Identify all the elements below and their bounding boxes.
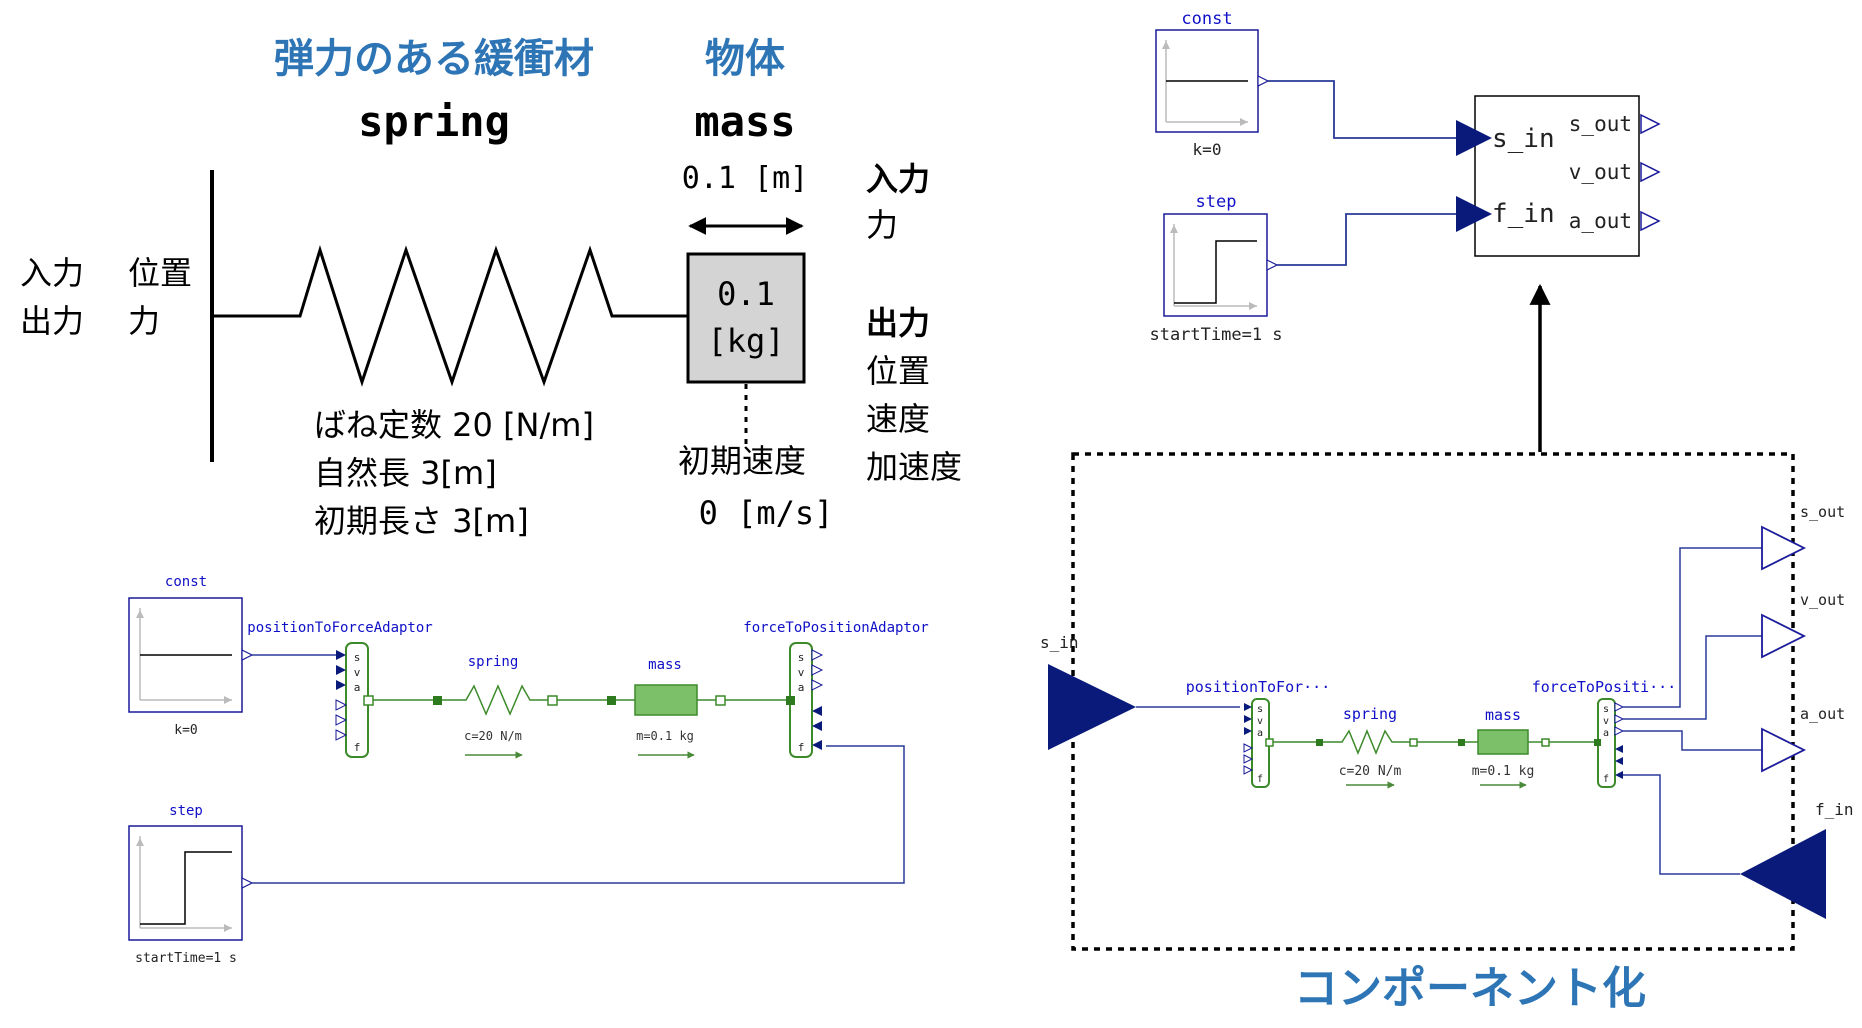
mass-title-jp: 物体 xyxy=(705,36,785,82)
inner-spring-param: c=20 N/m xyxy=(1339,764,1402,779)
top-f-in-label: f_in xyxy=(1492,199,1555,229)
init-velocity-value: 0 [m/s] xyxy=(699,494,834,532)
svg-text:f: f xyxy=(798,741,805,754)
left-const-param: k=0 xyxy=(174,723,197,738)
top-s-in-label: s_in xyxy=(1492,124,1555,154)
mass-title-en: mass xyxy=(694,97,795,146)
svg-text:a: a xyxy=(1603,728,1609,739)
inner-mass-block[interactable] xyxy=(1477,729,1529,755)
left-step-param: startTime=1 s xyxy=(135,951,237,966)
left-spring-symbol[interactable] xyxy=(442,684,552,716)
inner-s-in-label: s_in xyxy=(1040,633,1079,652)
physical-diagram: 弾力のある緩衝材 spring 物体 mass 0.1 [m] 0.1 [kg]… xyxy=(20,36,962,540)
top-const-label: const xyxy=(1181,9,1232,29)
top-a-out-label: a_out xyxy=(1569,209,1632,233)
left-output-label: 出力 xyxy=(20,302,84,340)
left-spring-label: spring xyxy=(468,654,519,670)
inner-mass-param: m=0.1 kg xyxy=(1472,764,1535,779)
top-const-param: k=0 xyxy=(1193,140,1222,159)
left-const-label: const xyxy=(165,574,207,590)
componentize-label: コンポーネント化 xyxy=(1294,963,1646,1014)
inner-a-out-port[interactable] xyxy=(1761,727,1807,773)
svg-text:v: v xyxy=(1257,716,1263,727)
right-output-title: 出力 xyxy=(866,304,930,342)
left-input-label: 入力 xyxy=(20,254,84,292)
inner-spring-label: spring xyxy=(1343,705,1397,723)
inner-f-in-label: f_in xyxy=(1815,800,1854,819)
top-s-out-label: s_out xyxy=(1569,112,1632,136)
left-spring-param: c=20 N/m xyxy=(464,729,522,743)
svg-text:f: f xyxy=(354,741,361,754)
left-f2p-label: forceToPositionAdaptor xyxy=(743,620,928,636)
svg-text:a: a xyxy=(354,681,361,694)
spring-constant: ばね定数 20 [N/m] xyxy=(314,406,594,444)
svg-text:f: f xyxy=(1603,774,1609,785)
init-velocity-label: 初期速度 xyxy=(678,442,806,480)
top-v-out-label: v_out xyxy=(1569,160,1632,184)
spring-title-en: spring xyxy=(358,97,510,146)
top-model: const k=0 step startTime=1 s s_in f_in s… xyxy=(1149,9,1661,345)
left-output-value: 力 xyxy=(128,302,160,340)
left-mass-label: mass xyxy=(648,657,682,673)
svg-text:a: a xyxy=(798,681,805,694)
left-p2f-label: positionToForceAdaptor xyxy=(247,620,432,636)
left-step-label: step xyxy=(169,803,203,819)
left-input-value: 位置 xyxy=(128,254,192,292)
spring-zigzag xyxy=(212,244,688,387)
spring-natural-length: 自然長 3[m] xyxy=(314,454,497,492)
inner-model: s_in positionToFor··· s v a f spring c=2… xyxy=(1040,452,1854,951)
inner-v-out-port[interactable] xyxy=(1761,613,1807,659)
mass-value: 0.1 xyxy=(717,275,775,313)
spring-title-jp: 弾力のある緩衝材 xyxy=(274,36,594,82)
inner-f2p-label: forceToPositi··· xyxy=(1532,678,1677,696)
svg-text:s: s xyxy=(1603,704,1609,715)
svg-text:a: a xyxy=(1257,728,1263,739)
component-boundary xyxy=(1071,452,1795,951)
left-mass-block[interactable] xyxy=(634,684,698,716)
mass-width-label: 0.1 [m] xyxy=(682,161,808,196)
right-output-position: 位置 xyxy=(866,352,930,390)
inner-a-out-label: a_out xyxy=(1800,705,1845,723)
inner-s-in-port[interactable] xyxy=(1048,664,1136,750)
inner-mass-label: mass xyxy=(1485,706,1521,724)
top-s-in-port[interactable] xyxy=(1456,120,1492,156)
mass-block xyxy=(686,252,806,384)
left-model: const k=0 step startTime=1 s positionToF… xyxy=(128,574,929,966)
svg-text:v: v xyxy=(1603,716,1609,727)
mass-unit: [kg] xyxy=(707,322,784,360)
top-step-label: step xyxy=(1196,192,1237,212)
top-a-out-port[interactable] xyxy=(1640,210,1661,232)
right-input-title: 入力 xyxy=(866,160,930,198)
inner-p2f-label: positionToFor··· xyxy=(1186,678,1331,696)
inner-spring-symbol[interactable] xyxy=(1323,729,1410,755)
svg-text:f: f xyxy=(1257,774,1263,785)
left-mass-param: m=0.1 kg xyxy=(636,729,694,743)
inner-f-in-port[interactable] xyxy=(1740,829,1826,919)
inner-v-out-label: v_out xyxy=(1800,591,1845,609)
inner-s-out-label: s_out xyxy=(1800,503,1845,521)
component-block[interactable] xyxy=(1474,95,1640,257)
top-v-out-port[interactable] xyxy=(1640,161,1661,183)
top-s-out-port[interactable] xyxy=(1640,113,1661,135)
top-step-param: startTime=1 s xyxy=(1149,325,1282,345)
svg-text:v: v xyxy=(798,666,805,679)
svg-text:s: s xyxy=(354,651,361,664)
spring-initial-length: 初期長さ 3[m] xyxy=(314,502,529,540)
svg-text:s: s xyxy=(798,651,805,664)
inner-s-out-port[interactable] xyxy=(1761,525,1807,571)
svg-text:v: v xyxy=(354,666,361,679)
right-input-value: 力 xyxy=(866,206,898,244)
top-f-in-port[interactable] xyxy=(1456,196,1492,232)
right-output-acceleration: 加速度 xyxy=(866,448,962,486)
right-output-velocity: 速度 xyxy=(866,400,930,438)
svg-text:s: s xyxy=(1257,704,1263,715)
